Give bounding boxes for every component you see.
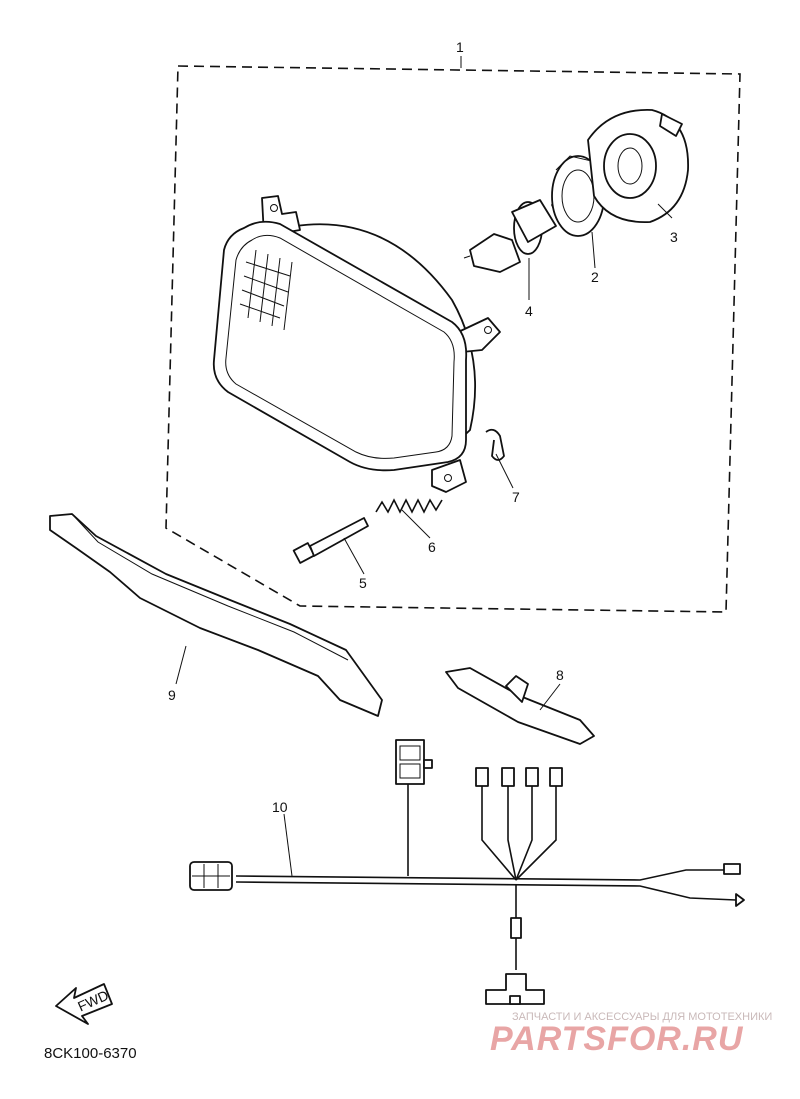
headlight-stay — [49, 513, 383, 717]
wire-harness — [189, 739, 745, 1005]
fwd-arrow-icon: FWD — [55, 983, 113, 1025]
callout-6: 6 — [428, 539, 436, 555]
leader-lines — [175, 56, 673, 877]
callout-4: 4 — [525, 303, 533, 319]
callout-9: 9 — [168, 687, 176, 703]
dust-cover — [587, 109, 689, 223]
callout-1: 1 — [456, 39, 464, 55]
callout-7: 7 — [512, 489, 520, 505]
spring — [375, 498, 443, 514]
assembly-boundary — [165, 65, 741, 613]
small-stay — [445, 667, 595, 745]
diagram-code: 8CK100-6370 — [44, 1045, 137, 1062]
screw — [292, 517, 369, 564]
watermark-tagline: ЗАПЧАСТИ И АКСЕССУАРЫ ДЛЯ МОТОТЕХНИКИ — [512, 1011, 772, 1023]
watermark-brand: PARTSFOR.RU — [490, 1020, 744, 1058]
callout-5: 5 — [359, 575, 367, 591]
callout-2: 2 — [591, 269, 599, 285]
callout-8: 8 — [556, 667, 564, 683]
callout-10: 10 — [272, 799, 288, 815]
callout-3: 3 — [670, 229, 678, 245]
headlight-unit — [212, 195, 501, 493]
clip — [485, 428, 505, 461]
